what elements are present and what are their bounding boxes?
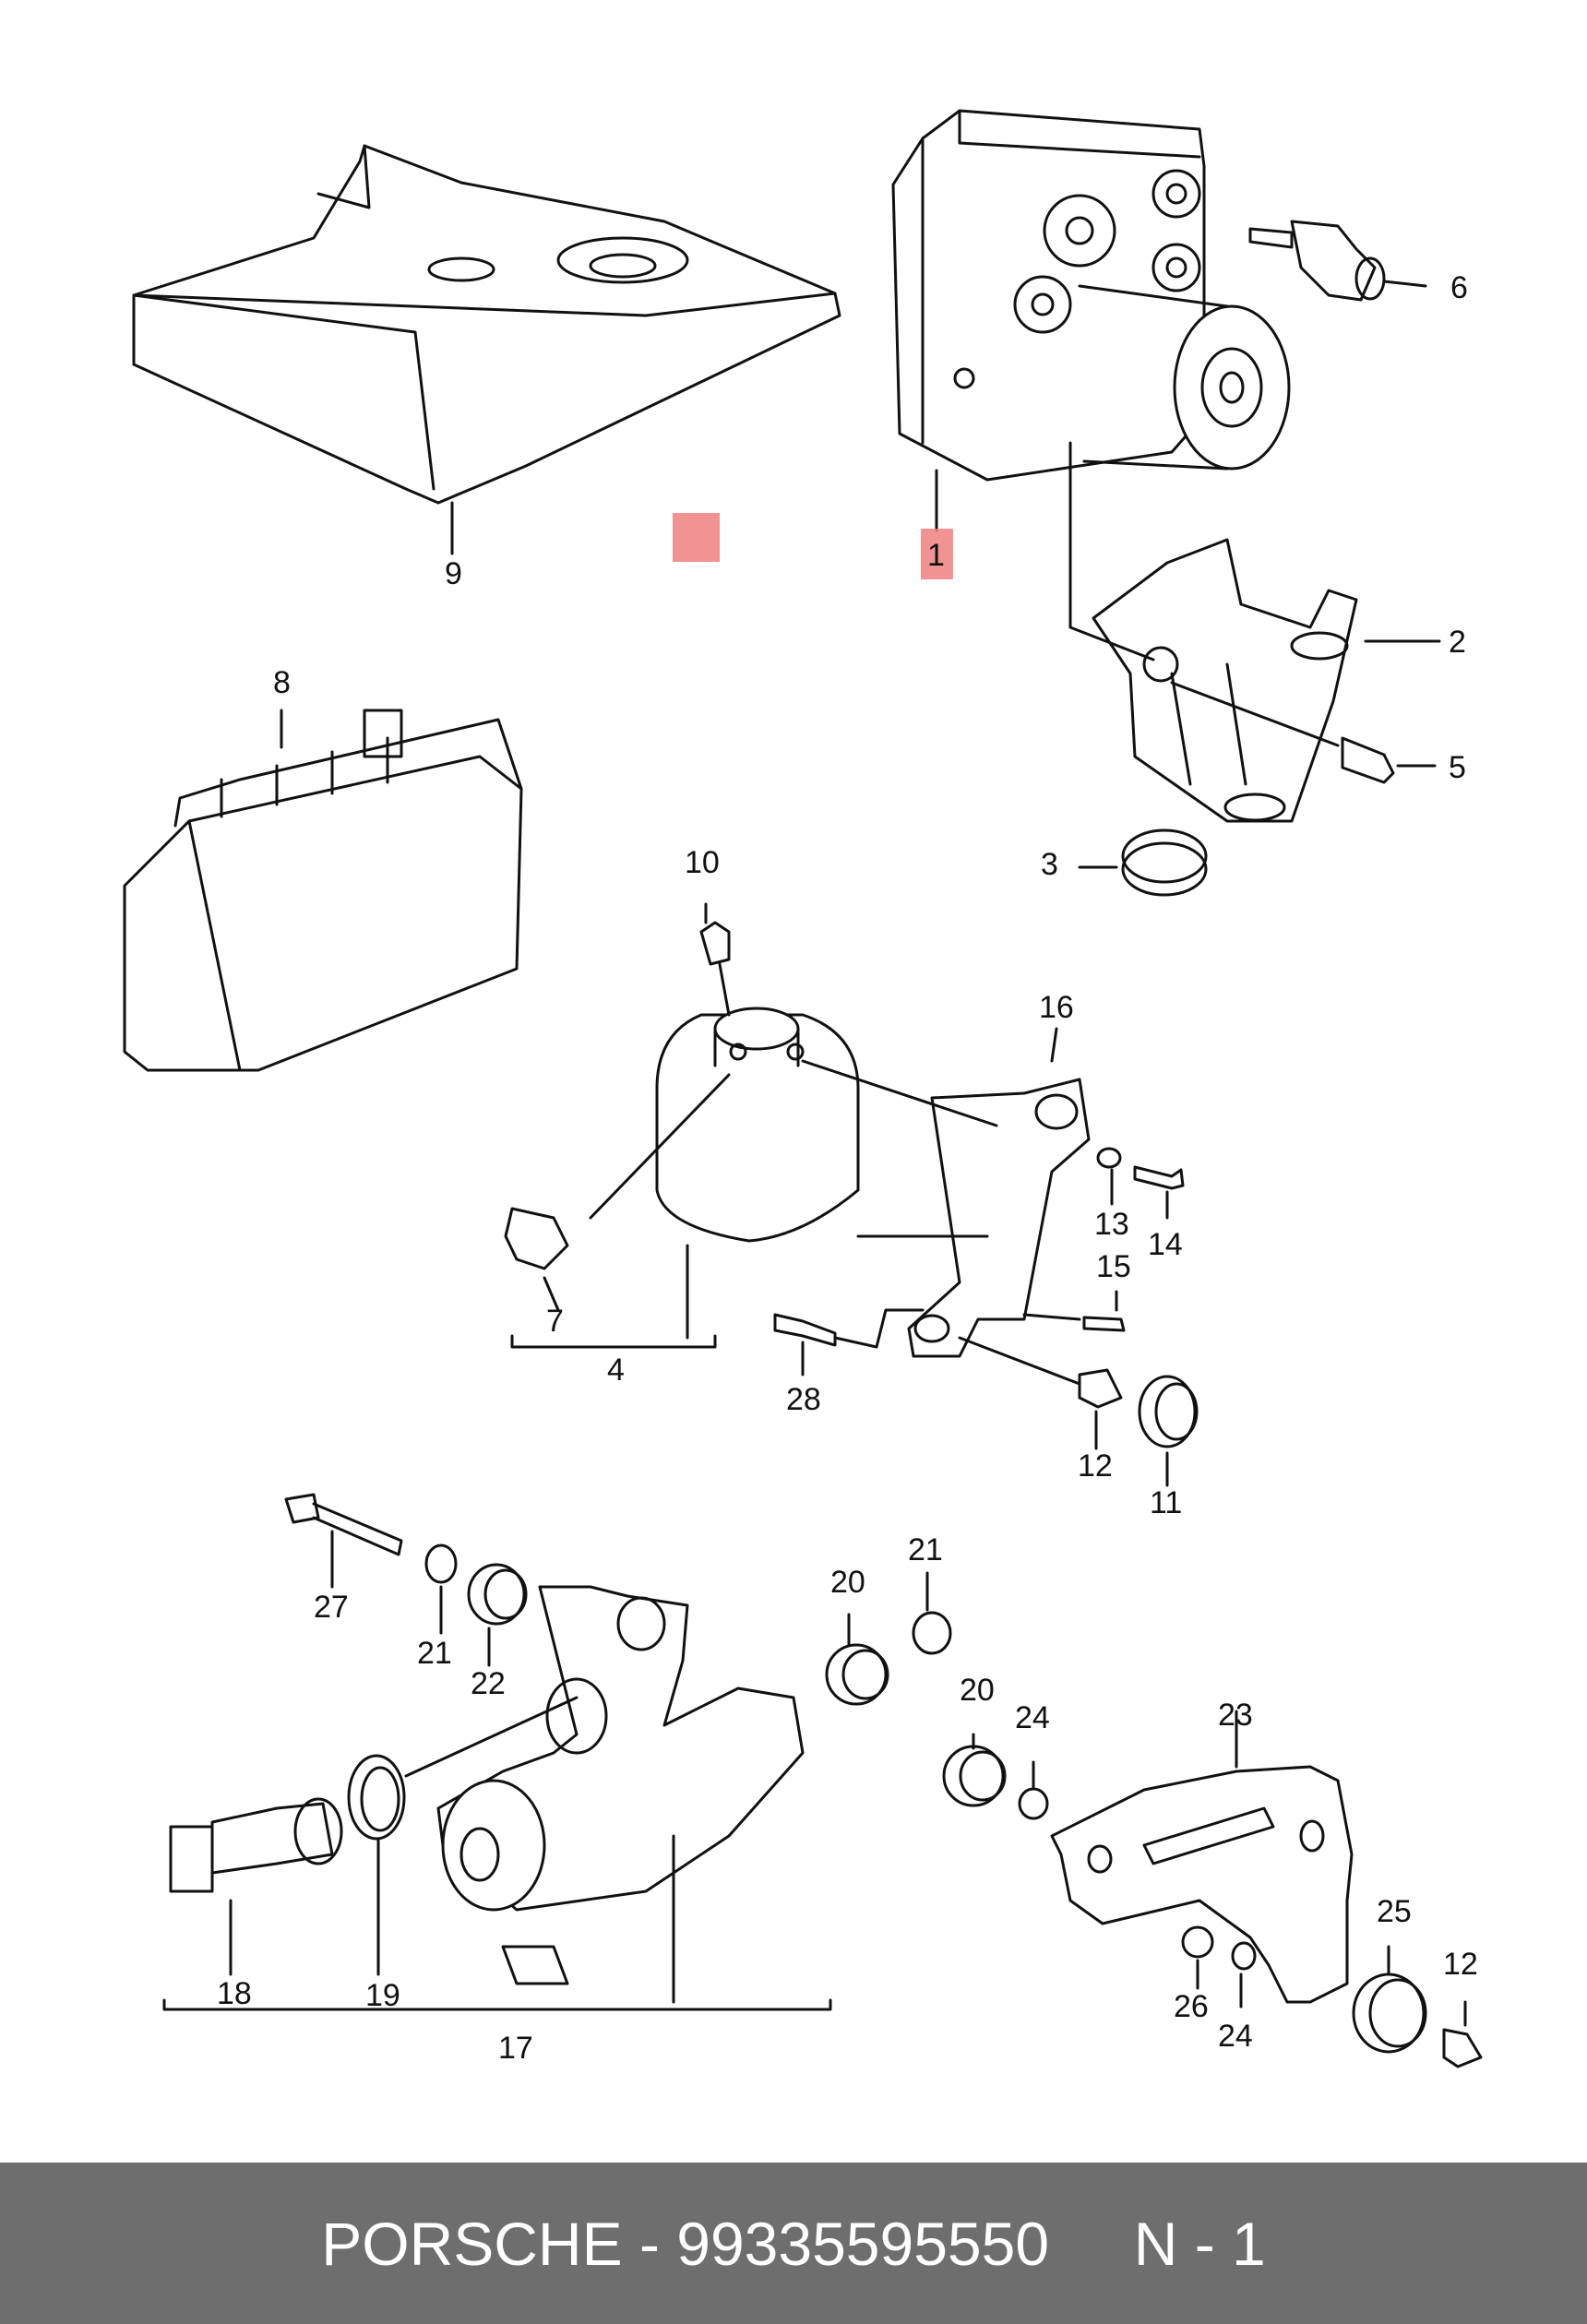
footer-part-number: 99335595550 <box>676 2209 1050 2278</box>
footer-separator: - <box>622 2209 677 2278</box>
callout-16: 16 <box>1039 990 1074 1025</box>
callout-2: 2 <box>1449 625 1466 660</box>
callout-23: 23 <box>1218 1698 1253 1733</box>
callout-12-second: 12 <box>1443 1947 1478 1982</box>
callout-27: 27 <box>314 1590 349 1625</box>
switch-part-18 <box>169 1797 343 1976</box>
callout-13: 13 <box>1094 1207 1129 1242</box>
callout-24: 24 <box>1015 1700 1050 1735</box>
diagram-drawing <box>123 109 1483 2068</box>
callout-12: 12 <box>1078 1448 1113 1484</box>
hydraulic-unit-part-1 <box>891 109 1291 532</box>
bracket-part-23 <box>1050 1710 1354 2004</box>
callout-3: 3 <box>1041 847 1058 882</box>
control-unit-part-8 <box>123 709 523 1072</box>
callout-5: 5 <box>1449 750 1466 785</box>
callout-14: 14 <box>1148 1227 1183 1262</box>
fitting-part-6 <box>1248 220 1427 302</box>
highlight-marker <box>673 513 720 562</box>
callout-10: 10 <box>685 845 720 880</box>
footer-bar: PORSCHE - 99335595550 N - 1 <box>0 2163 1587 2324</box>
callout-18: 18 <box>217 1976 252 2011</box>
callout-6: 6 <box>1450 270 1468 305</box>
callout-22: 22 <box>471 1666 506 1701</box>
washer-bolt-parts-13-14-15 <box>1022 1147 1185 1332</box>
callout-24-second: 24 <box>1218 2019 1253 2054</box>
sensor-part-7 <box>504 1073 731 1312</box>
mount-parts-11-12 <box>958 1336 1199 1487</box>
bolt-part-5 <box>1170 681 1437 784</box>
callout-17: 17 <box>498 2031 533 2066</box>
bracket-part-16 <box>801 1027 1091 1358</box>
rubber-mount-part-3 <box>1078 828 1208 897</box>
callout-8: 8 <box>273 665 291 700</box>
bushing-parts-20-21 <box>825 1571 1049 1820</box>
mount-parts-24-25-26 <box>1181 1925 1483 2068</box>
callout-9: 9 <box>445 556 462 591</box>
bracket-part-2 <box>1068 441 1441 823</box>
footer-gap <box>1049 2209 1134 2279</box>
callout-26: 26 <box>1174 1989 1209 2024</box>
callout-15: 15 <box>1096 1249 1131 1284</box>
bolt-part-10 <box>699 902 731 1017</box>
parts-diagram: 1 2 3 4 5 6 7 8 9 10 11 12 13 14 15 16 1… <box>123 109 1483 2068</box>
callout-20-second: 20 <box>960 1673 995 1708</box>
callout-21-second: 21 <box>908 1532 943 1567</box>
callout-19: 19 <box>365 1978 400 2013</box>
callout-4: 4 <box>607 1353 625 1388</box>
callout-7: 7 <box>546 1304 564 1339</box>
cover-plate-part-9 <box>132 144 841 555</box>
callout-20: 20 <box>830 1565 865 1600</box>
callout-25: 25 <box>1377 1894 1412 1929</box>
bolt-part-27 <box>284 1493 403 1589</box>
highlight-callout-1 <box>921 529 953 579</box>
pump-assembly-part-17 <box>162 1585 832 2011</box>
accumulator-part-4 <box>510 1007 860 1349</box>
callout-28: 28 <box>786 1382 821 1417</box>
o-ring-part-19 <box>347 1754 406 1976</box>
footer-brand: PORSCHE <box>321 2209 623 2278</box>
footer-ref: N - 1 <box>1133 2209 1266 2278</box>
callout-1: 1 <box>927 538 945 573</box>
bolt-part-28 <box>773 1308 925 1377</box>
bushing-parts-21-22 <box>424 1543 528 1667</box>
callout-11: 11 <box>1150 1485 1183 1520</box>
callout-21: 21 <box>417 1636 452 1671</box>
